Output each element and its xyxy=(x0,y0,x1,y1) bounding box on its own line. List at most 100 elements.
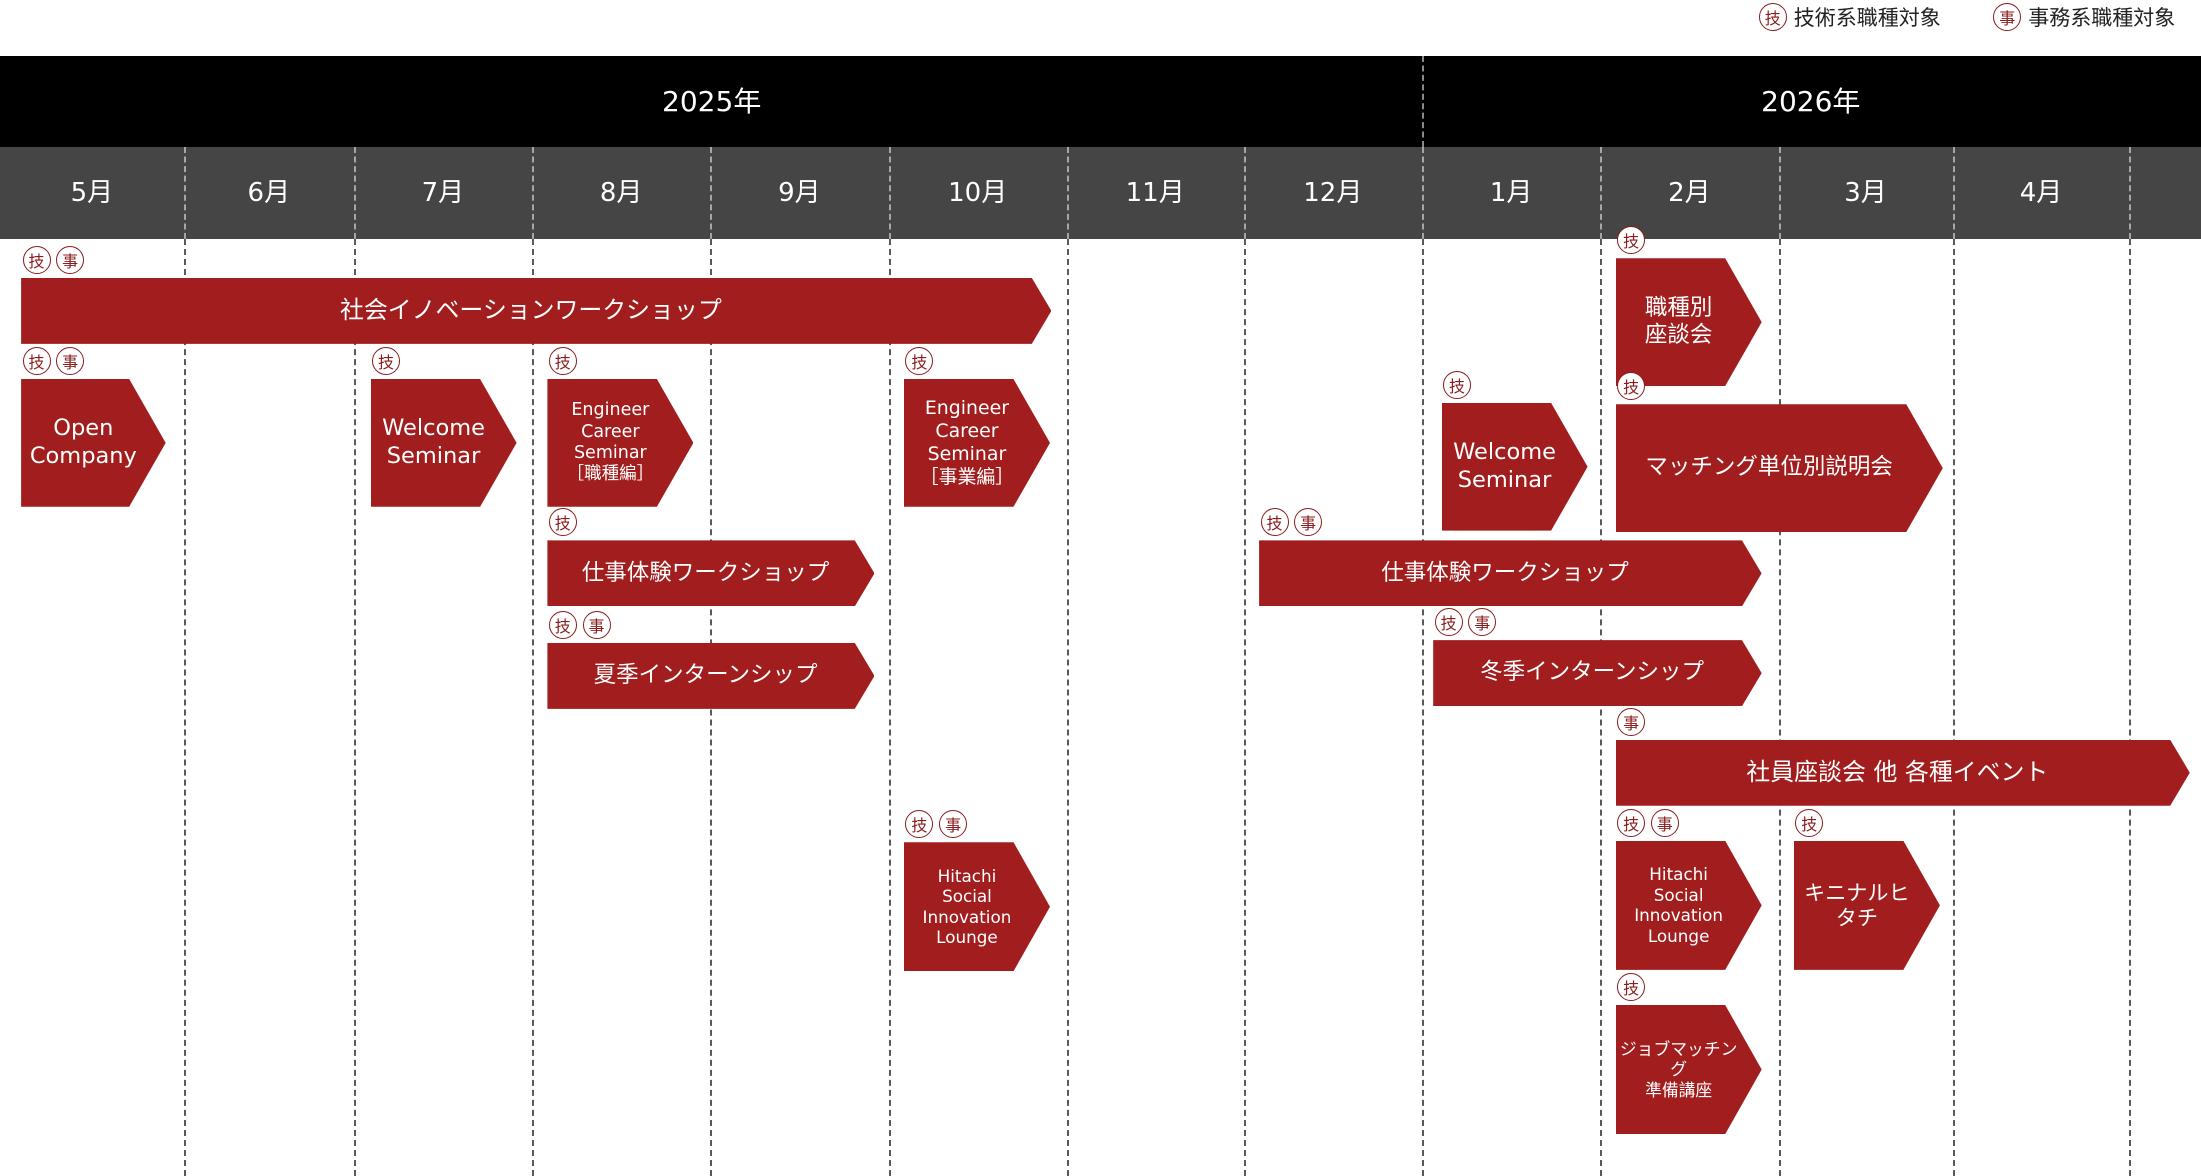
month-label: 7月 xyxy=(421,178,465,208)
tech-badge: 技 xyxy=(905,809,934,838)
event-label: マッチング単位別説明会 xyxy=(1645,454,1893,481)
tech-badge: 技 xyxy=(22,346,51,375)
tech-badge: 技 xyxy=(1434,607,1463,636)
admin-badge: 事 xyxy=(582,610,611,639)
event-label: Engineer Career Seminar ［職種編］ xyxy=(566,400,655,485)
event-block[interactable]: 冬季インターンシップ xyxy=(1433,640,1762,707)
event-label: Welcome Seminar xyxy=(382,415,485,469)
event-block[interactable]: 仕事体験ワークショップ xyxy=(547,540,875,607)
admin-badge: 事 xyxy=(1294,508,1323,537)
event-label: 職種別 座談会 xyxy=(1644,294,1713,349)
admin-badge: 事 xyxy=(939,809,968,838)
legend-label: 技術系職種対象 xyxy=(1793,6,1941,30)
month-label: 1月 xyxy=(1489,178,1533,208)
event-block[interactable]: Open Company xyxy=(21,379,166,507)
month-label: 5月 xyxy=(70,178,114,208)
month-divider xyxy=(353,147,356,239)
month-grid-line xyxy=(1952,239,1955,1176)
year-label: 2025年 xyxy=(662,85,762,118)
tech-badge: 技 xyxy=(1758,3,1787,31)
month-label: 3月 xyxy=(1844,178,1887,208)
month-divider xyxy=(1778,147,1781,239)
event-label: Open Company xyxy=(29,415,137,469)
month-label: 6月 xyxy=(247,178,291,208)
event-label: 仕事体験ワークショップ xyxy=(581,559,830,586)
admin-badge: 事 xyxy=(1468,607,1497,636)
month-divider xyxy=(1066,147,1069,239)
year-header: 2025年 2026年 xyxy=(0,56,2201,147)
event-label: 仕事体験ワークショップ xyxy=(1381,559,1629,586)
event-label: Hitachi Social Innovation Lounge xyxy=(1634,864,1724,946)
event-block[interactable]: 仕事体験ワークショップ xyxy=(1259,540,1762,607)
month-grid-line xyxy=(1600,239,1603,1176)
event-block[interactable]: キニナルヒタチ xyxy=(1793,840,1940,970)
month-label: 12月 xyxy=(1303,178,1363,208)
event-label: 社会イノベーションワークショップ xyxy=(339,296,722,325)
event-block[interactable]: Engineer Career Seminar ［職種編］ xyxy=(547,379,694,507)
month-label: 2月 xyxy=(1668,178,1711,208)
tech-badge: 技 xyxy=(1795,808,1824,837)
month-header: 5月 6月 7月 8月 9月 10月 11月 12月 1月 2月 3月 4月 xyxy=(0,147,2201,239)
legend-item-admin: 事事務系職種対象 xyxy=(1993,2,2175,32)
month-grid-line xyxy=(183,239,186,1176)
month-grid-line xyxy=(1066,239,1069,1176)
admin-badge: 事 xyxy=(1650,808,1679,837)
month-divider xyxy=(888,147,891,239)
month-label: 11月 xyxy=(1125,178,1185,208)
event-block[interactable]: マッチング単位別説明会 xyxy=(1615,404,1943,532)
month-grid-line xyxy=(888,239,891,1176)
month-divider xyxy=(1243,147,1246,239)
event-block[interactable]: 夏季インターンシップ xyxy=(547,642,875,709)
month-divider xyxy=(710,147,713,239)
event-label: 社員座談会 他 各種イベント xyxy=(1746,758,2049,787)
month-label: 9月 xyxy=(778,178,821,208)
month-grid-line xyxy=(1421,239,1424,1176)
admin-badge: 事 xyxy=(1617,707,1646,736)
event-block[interactable]: ジョブマッチング 準備講座 xyxy=(1615,1005,1762,1135)
month-divider xyxy=(2129,147,2132,239)
tech-badge: 技 xyxy=(1443,370,1471,399)
tech-badge: 技 xyxy=(905,346,934,375)
event-block[interactable]: Engineer Career Seminar ［事業編］ xyxy=(904,379,1050,507)
month-grid-line xyxy=(1243,239,1246,1176)
month-label: 4月 xyxy=(2019,178,2063,208)
legend-item-tech: 技技術系職種対象 xyxy=(1758,2,1941,32)
month-grid-line xyxy=(532,239,534,1176)
month-divider xyxy=(532,147,534,239)
month-grid-line xyxy=(353,239,356,1176)
event-label: Hitachi Social Innovation Lounge xyxy=(922,865,1012,948)
month-divider xyxy=(1421,147,1424,239)
month-grid-line xyxy=(2129,239,2132,1176)
event-label: 夏季インターンシップ xyxy=(593,662,818,689)
event-block[interactable]: Welcome Seminar xyxy=(370,379,517,507)
month-label: 10月 xyxy=(948,178,1008,208)
month-divider xyxy=(1600,147,1603,239)
event-block[interactable]: 社員座談会 他 各種イベント xyxy=(1615,739,2190,806)
month-divider xyxy=(183,147,186,239)
tech-badge: 技 xyxy=(22,245,51,274)
tech-badge: 技 xyxy=(1617,808,1646,837)
admin-badge: 事 xyxy=(56,346,85,375)
admin-badge: 事 xyxy=(1993,3,2022,31)
year-label: 2026年 xyxy=(1761,85,1861,118)
tech-badge: 技 xyxy=(1617,972,1646,1001)
tech-badge: 技 xyxy=(1617,226,1646,254)
tech-badge: 技 xyxy=(1617,372,1646,400)
tech-badge: 技 xyxy=(548,610,577,639)
event-label: キニナルヒタチ xyxy=(1804,879,1910,931)
event-label: 冬季インターンシップ xyxy=(1480,659,1704,686)
month-grid-line xyxy=(1778,239,1781,1176)
event-block[interactable]: 社会イノベーションワークショップ xyxy=(21,277,1052,344)
tech-badge: 技 xyxy=(548,508,577,537)
event-block[interactable]: Welcome Seminar xyxy=(1441,402,1588,531)
tech-badge: 技 xyxy=(372,346,400,375)
event-block[interactable]: Hitachi Social Innovation Lounge xyxy=(904,842,1050,972)
month-label: 8月 xyxy=(599,178,643,208)
event-block[interactable]: 職種別 座談会 xyxy=(1615,258,1762,386)
legend-label: 事務系職種対象 xyxy=(2028,6,2176,30)
event-label: Welcome Seminar xyxy=(1453,439,1556,493)
admin-badge: 事 xyxy=(56,245,85,274)
event-label: Engineer Career Seminar ［事業編］ xyxy=(919,396,1015,488)
event-block[interactable]: Hitachi Social Innovation Lounge xyxy=(1615,840,1762,970)
event-label: ジョブマッチング 準備講座 xyxy=(1619,1038,1738,1100)
